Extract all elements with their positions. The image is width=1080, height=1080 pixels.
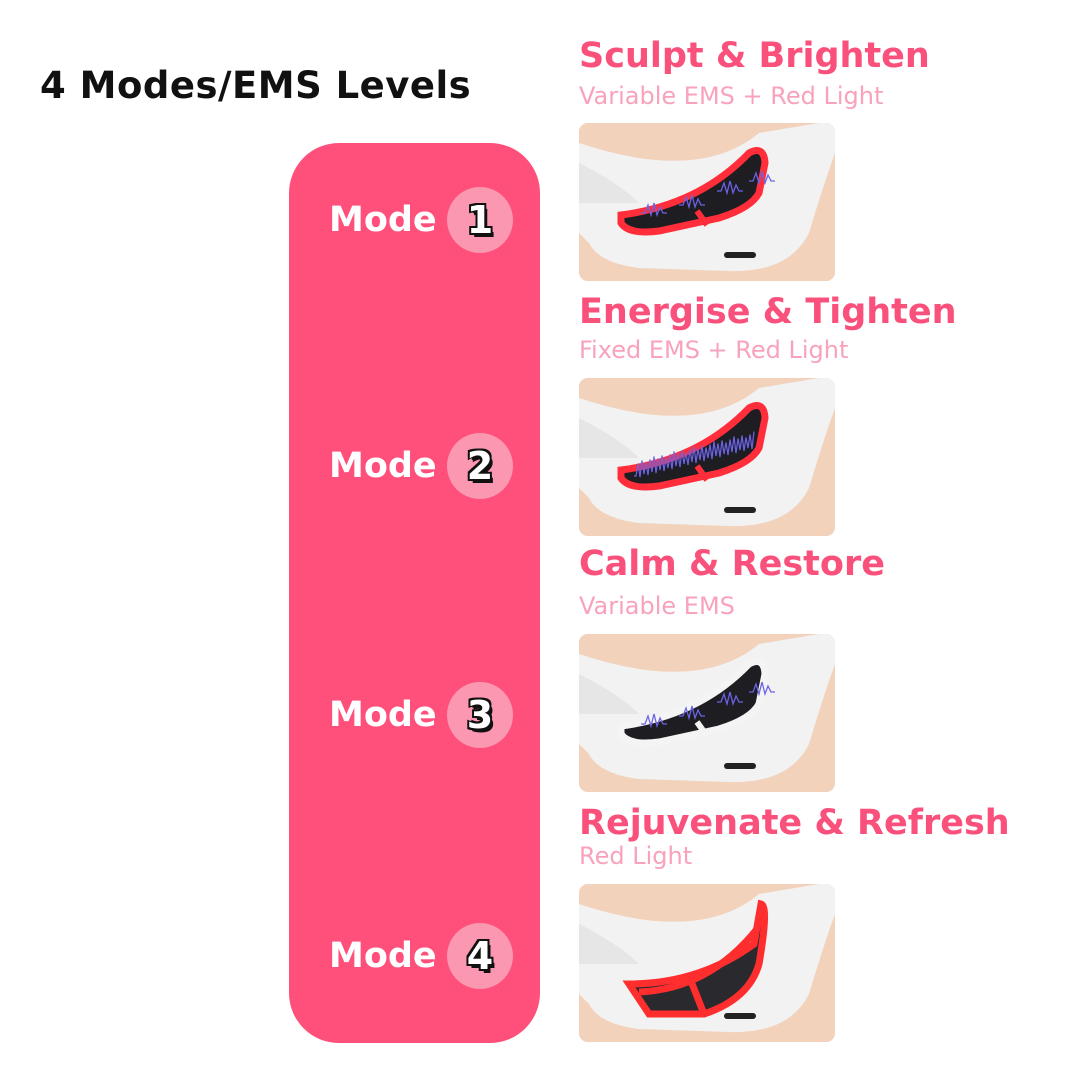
mode-2-heading: Energise & Tighten [579, 292, 957, 332]
mode-label: Mode [329, 200, 437, 240]
mode-number-badge: 4 [447, 923, 513, 989]
mode-4: Mode 4 [329, 923, 513, 989]
device-illustration [579, 634, 835, 792]
mode-number-badge: 1 [447, 187, 513, 253]
modes-panel [289, 143, 540, 1043]
mode-3-device-image [579, 634, 835, 792]
mode-4-subtitle: Red Light [579, 842, 693, 870]
device-illustration [579, 378, 835, 536]
mode-2-device-image [579, 378, 835, 536]
mode-1-heading: Sculpt & Brighten [579, 36, 930, 76]
mode-label: Mode [329, 936, 437, 976]
mode-2-subtitle: Fixed EMS + Red Light [579, 336, 849, 364]
mode-label: Mode [329, 446, 437, 486]
page-title: 4 Modes/EMS Levels [40, 64, 472, 107]
mode-3: Mode 3 [329, 682, 513, 748]
mode-label: Mode [329, 695, 437, 735]
mode-4-heading: Rejuvenate & Refresh [579, 803, 1010, 843]
mode-2: Mode 2 [329, 433, 513, 499]
mode-1: Mode 1 [329, 187, 513, 253]
mode-3-heading: Calm & Restore [579, 544, 885, 584]
mode-4-device-image [579, 884, 835, 1042]
mode-number-badge: 3 [447, 682, 513, 748]
mode-1-subtitle: Variable EMS + Red Light [579, 82, 884, 110]
device-illustration [579, 884, 835, 1042]
mode-number-badge: 2 [447, 433, 513, 499]
mode-1-device-image [579, 123, 835, 281]
mode-3-subtitle: Variable EMS [579, 592, 735, 620]
device-illustration [579, 123, 835, 281]
